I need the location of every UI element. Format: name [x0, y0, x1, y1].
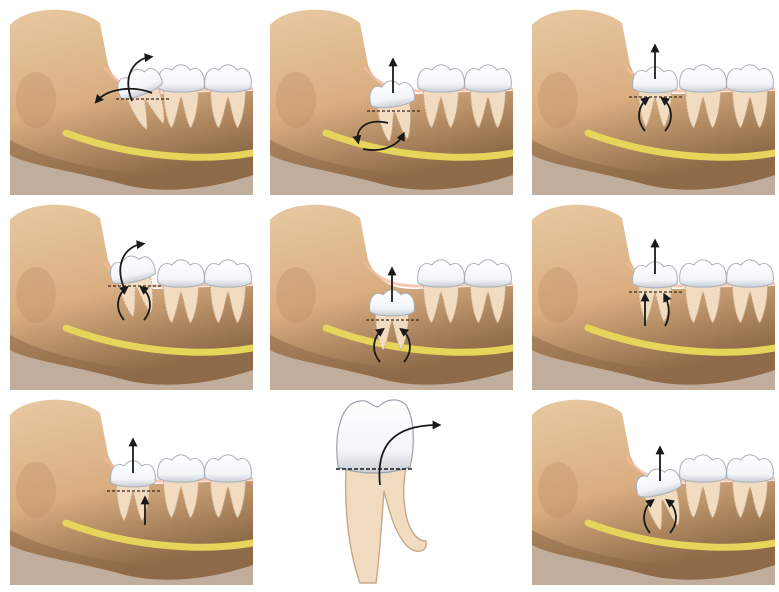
panel-1: [8, 5, 253, 195]
jaw-illustration: [530, 395, 775, 585]
panel-2: [268, 5, 513, 195]
panel-3: [530, 5, 775, 195]
jaw-illustration: [530, 5, 775, 195]
tooth-root: [346, 467, 427, 583]
jaw-illustration: [268, 200, 513, 390]
condyle-shading: [16, 267, 56, 323]
panel-5: [268, 200, 513, 390]
panel-6: [530, 200, 775, 390]
jaw-illustration: [8, 200, 253, 390]
condyle-shading: [16, 72, 56, 128]
jaw-illustration: [268, 5, 513, 195]
panel-8: [268, 395, 513, 585]
condyle-shading: [276, 72, 316, 128]
condyle-shading: [276, 267, 316, 323]
jaw-illustration: [8, 5, 253, 195]
condyle-shading: [16, 462, 56, 518]
tooth-illustration: [268, 395, 513, 585]
panel-4: [8, 200, 253, 390]
panel-7: [8, 395, 253, 585]
condyle-shading: [538, 267, 578, 323]
panel-9: [530, 395, 775, 585]
tooth-crown: [337, 400, 413, 473]
jaw-illustration: [530, 200, 775, 390]
condyle-shading: [538, 462, 578, 518]
condyle-shading: [538, 72, 578, 128]
jaw-illustration: [8, 395, 253, 585]
